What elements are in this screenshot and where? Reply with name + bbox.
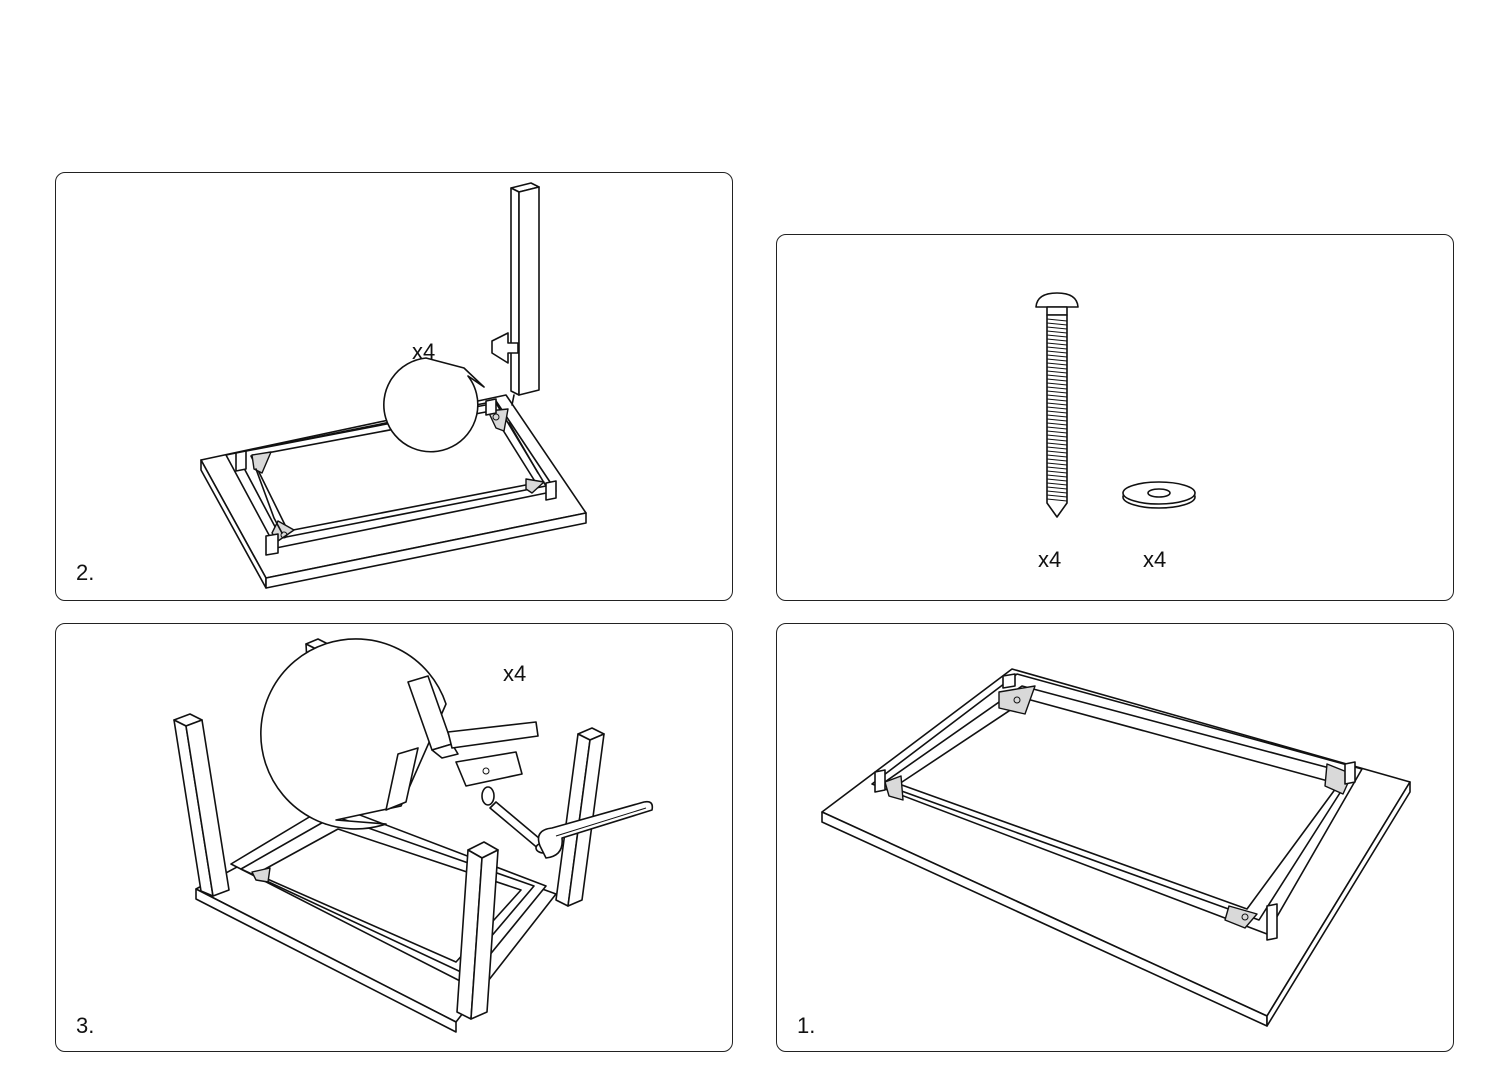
callout-bubble xyxy=(383,357,485,453)
washer-quantity: x4 xyxy=(1143,547,1167,572)
callout-quantity: x4 xyxy=(412,339,436,364)
step-2-panel: x4 2. xyxy=(55,172,733,601)
hardware-panel: x4 x4 xyxy=(776,234,1454,601)
table-leg xyxy=(173,713,230,897)
step-2-illustration xyxy=(200,182,587,589)
step-1-panel: 1. xyxy=(776,623,1454,1052)
apron-frame xyxy=(225,398,557,556)
bolt-icon xyxy=(1035,292,1079,518)
step-3-panel: x4 3. xyxy=(55,623,733,1052)
step-number: 3. xyxy=(76,1013,95,1038)
wrench-icon xyxy=(537,800,654,859)
step-number: 1. xyxy=(797,1013,816,1038)
washer-icon xyxy=(481,786,495,806)
bolt-quantity: x4 xyxy=(1038,547,1062,572)
table-leg xyxy=(456,841,499,1020)
step-3-illustration xyxy=(173,638,654,1033)
washer-icon xyxy=(1122,481,1196,509)
step-number: 2. xyxy=(76,560,95,585)
down-arrow-icon xyxy=(491,332,519,364)
callout-quantity: x4 xyxy=(503,661,527,686)
step-1-illustration xyxy=(821,668,1411,1027)
apron-frame xyxy=(871,673,1363,941)
hardware-illustration xyxy=(1035,292,1196,518)
detail-magnifier xyxy=(260,638,539,830)
table-leg xyxy=(510,182,540,396)
bolt-threads xyxy=(1046,318,1068,502)
